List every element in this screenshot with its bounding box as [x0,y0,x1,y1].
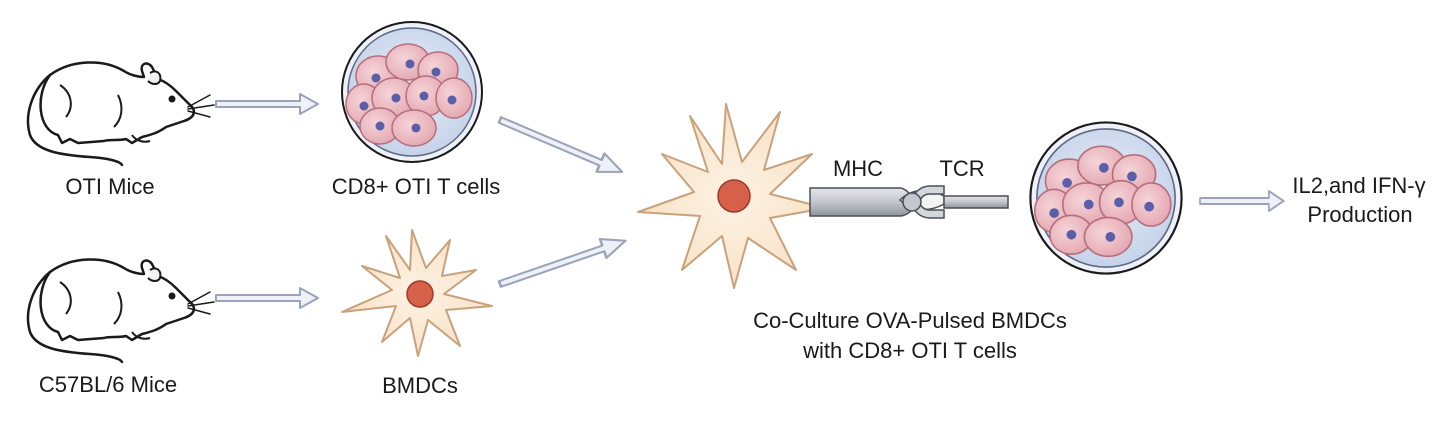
c57-mouse-icon [26,258,216,364]
oti-mouse-icon [26,61,216,167]
arrow-icon [495,230,630,295]
ova-pulsed-dendritic-cell-icon [637,103,827,289]
arrow-icon [215,93,319,115]
mhc-label: MHC [832,156,884,181]
cd8-cells-label: CD8+ OTI T cells [331,174,501,199]
c57-mice-label: C57BL/6 Mice [38,372,178,397]
arrow-icon [215,287,319,309]
arrow-icon [1199,190,1285,212]
oti-mice-label: OTI Mice [65,174,155,199]
arrow-icon [494,109,628,183]
coculture-label-line1: Co-Culture OVA-Pulsed BMDCs [753,308,1067,333]
coculture-cell-dish-icon [1029,121,1183,275]
coculture-label-line2: with CD8+ OTI T cells [803,338,1017,363]
mhc-tcr-synapse-icon [809,185,1009,219]
output-label-line2: Production [1307,202,1413,227]
tcr-label: TCR [939,156,985,181]
cd8-cell-dish-icon [341,21,483,163]
bmdc-dendritic-cell-icon [341,229,493,357]
bmdcs-label: BMDCs [382,373,458,398]
output-label-line1: IL2,and IFN-γ [1292,173,1426,198]
